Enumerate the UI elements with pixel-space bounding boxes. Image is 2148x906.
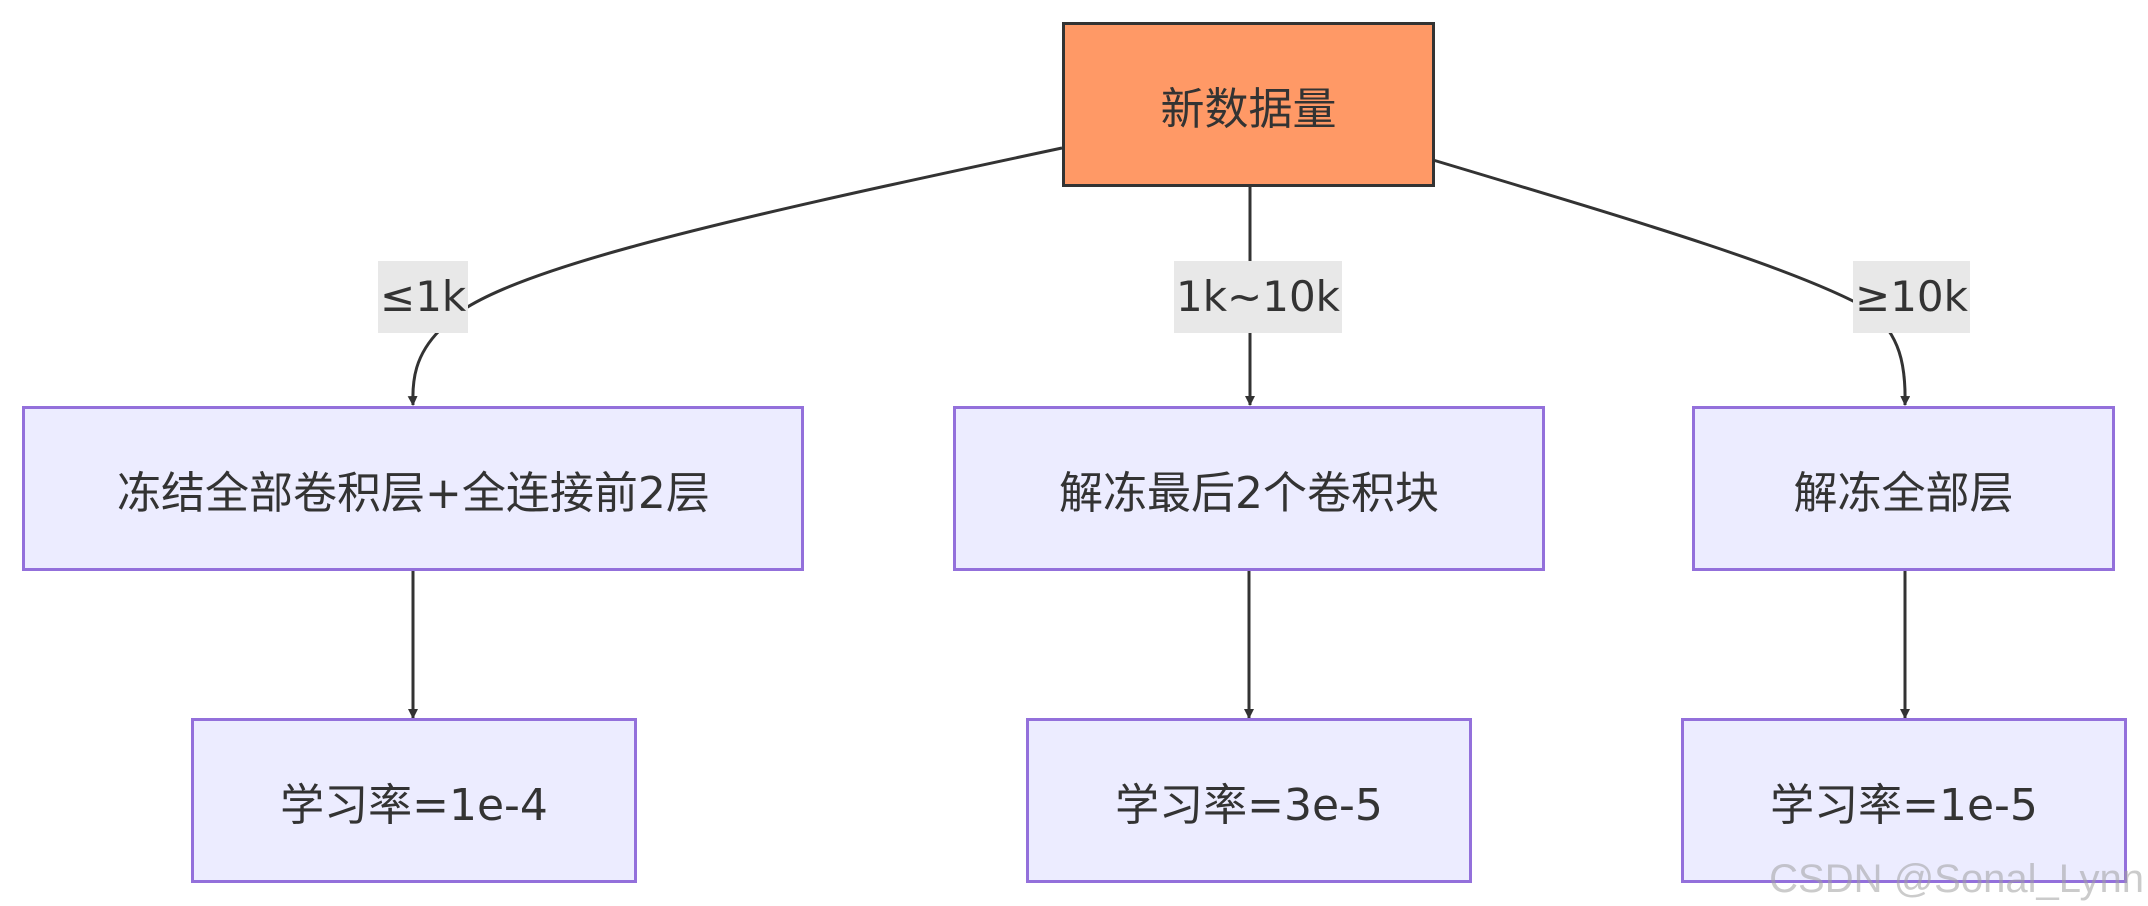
edge-root-to-branch-1 [407,146,1063,406]
edge-label-branch-2: 1k~10k [1174,261,1343,333]
root-node-label: 新数据量 [1160,83,1337,135]
strategy-node-branch-1-label: 冻结全部卷积层+全连接前2层 [117,467,710,519]
lr-node-branch-3: 学习率=1e-5 [1681,718,2127,883]
edge-root-to-branch-3 [1432,158,1911,406]
edge-label-branch-3: ≥10k [1853,261,1970,333]
watermark: CSDN @Sonal_Lynn [1769,857,2144,901]
strategy-node-branch-3: 解冻全部层 [1692,406,2115,571]
edge-label-branch-1: ≤1k [378,261,469,333]
lr-node-branch-2: 学习率=3e-5 [1026,718,1472,883]
strategy-node-branch-2-label: 解冻最后2个卷积块 [1059,467,1439,519]
strategy-node-branch-3-label: 解冻全部层 [1793,467,2014,519]
lr-node-branch-1: 学习率=1e-4 [191,718,637,883]
strategy-node-branch-2: 解冻最后2个卷积块 [953,406,1545,571]
root-node: 新数据量 [1062,22,1435,187]
lr-node-branch-3-label: 学习率=1e-5 [1770,779,2038,831]
strategy-node-branch-1: 冻结全部卷积层+全连接前2层 [22,406,804,571]
lr-node-branch-1-label: 学习率=1e-4 [280,779,548,831]
lr-node-branch-2-label: 学习率=3e-5 [1115,779,1383,831]
